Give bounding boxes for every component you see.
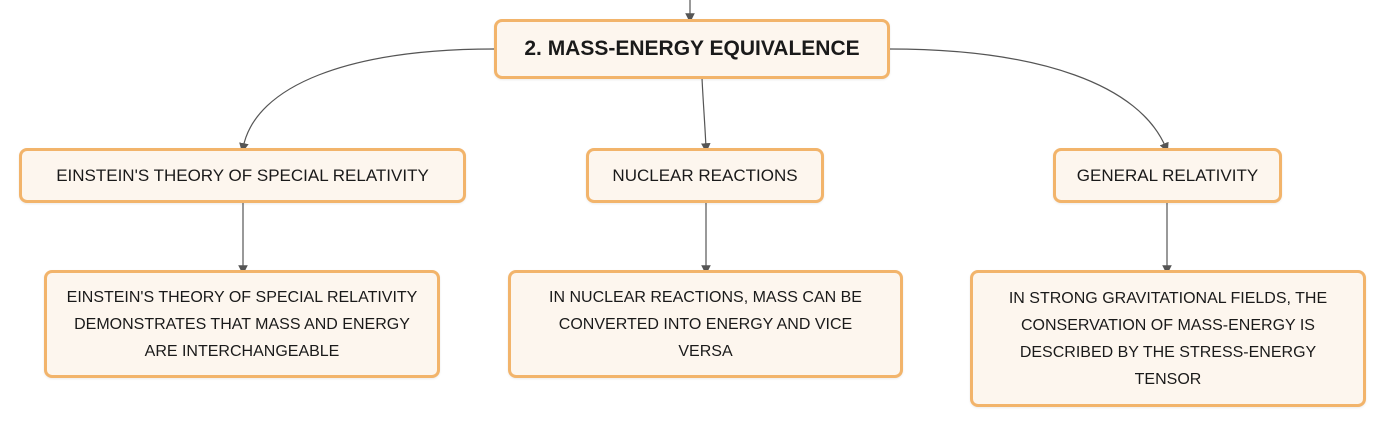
branch-node-nuclear-reactions[interactable]: NUCLEAR REACTIONS: [586, 148, 824, 203]
detail-text: EINSTEIN'S THEORY OF SPECIAL RELATIVITY …: [66, 288, 418, 360]
edge-root-to-branch-1: [239, 48, 495, 153]
detail-text: IN NUCLEAR REACTIONS, MASS CAN BE CONVER…: [549, 288, 862, 360]
edge-root-to-branch-3: [888, 48, 1169, 153]
branch-label: EINSTEIN'S THEORY OF SPECIAL RELATIVITY: [56, 165, 429, 185]
detail-node-special-relativity[interactable]: EINSTEIN'S THEORY OF SPECIAL RELATIVITY …: [44, 270, 440, 378]
edge-root-to-branch-2: [700, 77, 711, 153]
detail-text: IN STRONG GRAVITATIONAL FIELDS, THE CONS…: [1008, 289, 1328, 388]
root-label: 2. MASS-ENERGY EQUIVALENCE: [524, 37, 860, 60]
detail-node-general-relativity[interactable]: IN STRONG GRAVITATIONAL FIELDS, THE CONS…: [970, 270, 1366, 407]
branch-label: GENERAL RELATIVITY: [1076, 165, 1259, 185]
root-node[interactable]: 2. MASS-ENERGY EQUIVALENCE: [494, 19, 890, 79]
detail-node-nuclear-reactions[interactable]: IN NUCLEAR REACTIONS, MASS CAN BE CONVER…: [508, 270, 903, 378]
branch-node-special-relativity[interactable]: EINSTEIN'S THEORY OF SPECIAL RELATIVITY: [19, 148, 466, 203]
branch-node-general-relativity[interactable]: GENERAL RELATIVITY: [1053, 148, 1282, 203]
branch-label: NUCLEAR REACTIONS: [612, 165, 798, 185]
